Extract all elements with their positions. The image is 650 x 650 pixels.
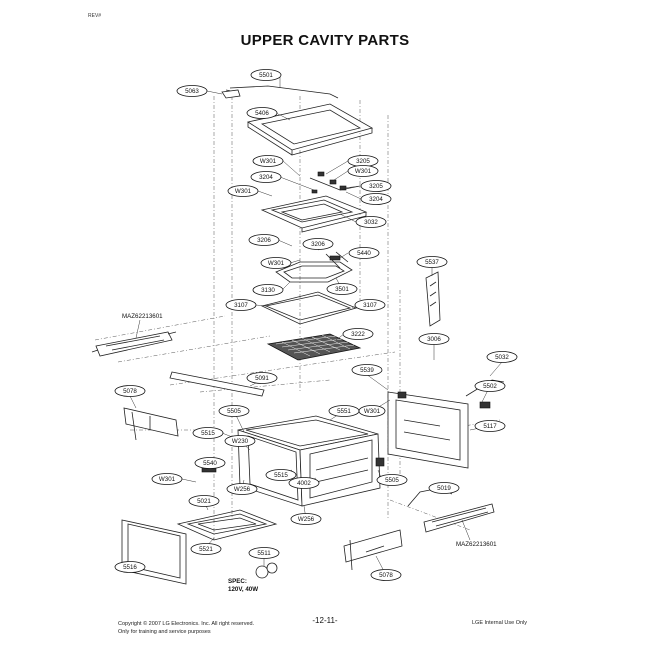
callout-label: 3130 [261, 287, 275, 294]
part-5521-bake-element [176, 509, 278, 541]
revision-mark: REV# [88, 13, 102, 19]
assembly-label-right: MAZ62213601 [456, 541, 497, 548]
part-right-slide-rail [423, 503, 495, 533]
callout-label: 5032 [495, 354, 509, 361]
callout-label: 5540 [203, 460, 217, 467]
callout-label: W301 [364, 408, 381, 415]
callout-label: W301 [235, 188, 252, 195]
callout-label: 5078 [123, 388, 137, 395]
callout-label: 5021 [197, 498, 211, 505]
callout-label: 5537 [425, 259, 439, 266]
callout-label: 5505 [385, 477, 399, 484]
callout-label: 3032 [364, 219, 378, 226]
callout-label: 3205 [356, 158, 370, 165]
spec-note-line2: 120V, 40W [228, 586, 258, 593]
callout-label: W301 [268, 260, 285, 267]
callout-labels: 5501 5063 5406 W301 3205 3204 W301 3205 … [123, 72, 509, 579]
spec-note-line1: SPEC: [228, 578, 247, 585]
callout-label: W256 [298, 516, 315, 523]
callout-label: 3006 [427, 336, 441, 343]
part-5406-cover [246, 103, 374, 156]
footer-left: Copyright © 2007 LG Electronics. Inc. Al… [118, 620, 254, 636]
callout-label: 5501 [259, 72, 273, 79]
callout-label: 5551 [337, 408, 351, 415]
callout-label: 5117 [483, 423, 497, 430]
callout-label: 5521 [199, 546, 213, 553]
part-5516-tray [121, 519, 187, 585]
callout-label: 5516 [123, 564, 137, 571]
copyright-text: Copyright © 2007 LG Electronics. Inc. Al… [118, 621, 255, 627]
part-3130-element [275, 251, 353, 283]
part-5078-left-bracket [123, 407, 179, 441]
part-left-slide-rail [91, 331, 177, 357]
callout-label: 5019 [437, 485, 451, 492]
part-5511-lamp [255, 562, 278, 579]
callout-label: 5406 [255, 110, 269, 117]
callout-label: W301 [159, 476, 176, 483]
callout-label: W256 [234, 486, 251, 493]
callout-label: 3206 [311, 241, 325, 248]
callout-label: 3204 [369, 196, 383, 203]
callout-label: 5091 [255, 375, 269, 382]
internal-use-text: LGE Internal Use Only [472, 620, 528, 626]
callout-label: 3204 [259, 174, 273, 181]
callout-label: 5063 [185, 88, 199, 95]
part-3032-element-plate [260, 195, 368, 233]
part-3107-frame [260, 291, 358, 325]
callout-label: 5539 [360, 367, 374, 374]
part-5501-rod [225, 85, 339, 99]
part-3222-rack [266, 333, 362, 361]
callout-label: 4002 [297, 480, 311, 487]
callout-label: 5502 [483, 383, 497, 390]
part-5063-bracket [221, 89, 241, 99]
callout-label: 3107 [234, 302, 248, 309]
callout-label: 3205 [369, 183, 383, 190]
callout-label: 3206 [257, 237, 271, 244]
callout-label: 3222 [351, 331, 365, 338]
callout-label: 5515 [201, 430, 215, 437]
page-title: UPPER CAVITY PARTS [240, 32, 410, 49]
training-text: Only for training and service purposes [118, 629, 211, 635]
part-right-control-bracket [387, 379, 505, 469]
part-5537-side-rail [425, 271, 441, 327]
callout-label: 3107 [363, 302, 377, 309]
callout-label: 5515 [274, 472, 288, 479]
callout-label: 5440 [357, 250, 371, 257]
callout-label: 5078 [379, 572, 393, 579]
callout-label: 5505 [227, 408, 241, 415]
callout-label: W230 [232, 438, 249, 445]
callout-label: W301 [355, 168, 372, 175]
part-5078-bottom-bracket [343, 529, 403, 571]
callout-label: 3501 [335, 286, 349, 293]
callout-label: W301 [260, 158, 277, 165]
part-5091-bar [169, 371, 265, 397]
callout-bubbles [114, 69, 518, 581]
assembly-label-left: MAZ62213601 [122, 313, 163, 320]
part-oven-cavity [237, 415, 385, 507]
page-number: -12-11- [312, 616, 338, 625]
callout-label: 5511 [257, 550, 271, 557]
